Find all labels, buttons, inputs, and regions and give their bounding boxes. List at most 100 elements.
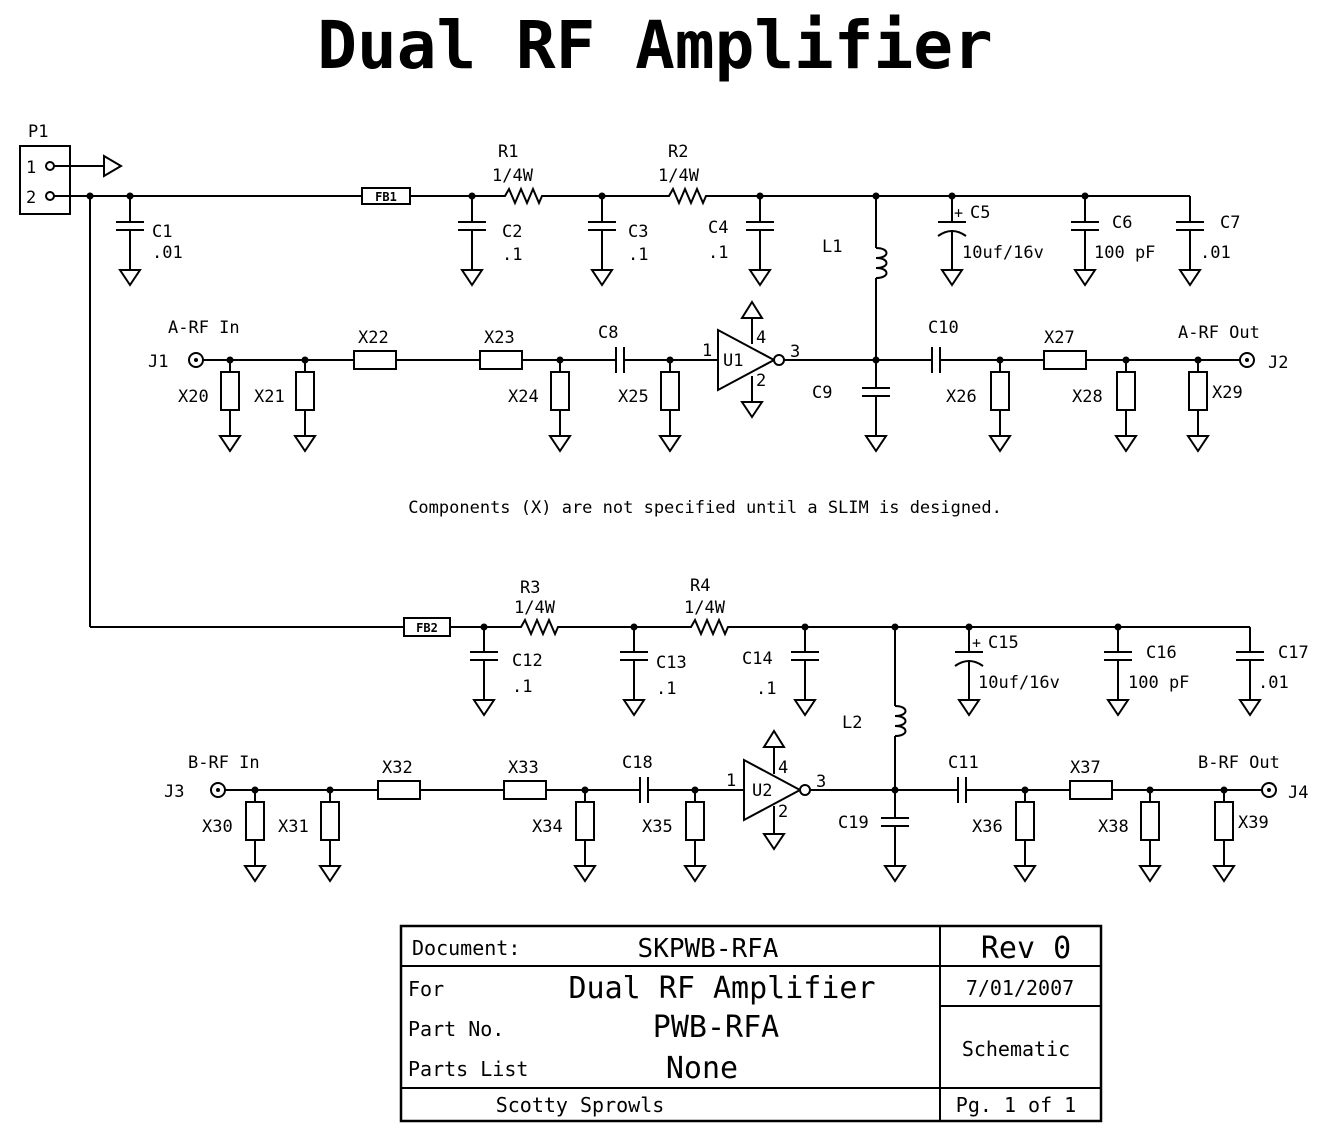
r2-ref: R2 — [668, 142, 688, 162]
schematic-title: Dual RF Amplifier — [317, 7, 993, 84]
j1-label: J1 — [148, 352, 168, 372]
revision: Rev 0 — [981, 931, 1071, 966]
svg-text:C11: C11 — [948, 753, 979, 773]
svg-text:3: 3 — [816, 772, 826, 792]
svg-text:X35: X35 — [642, 817, 673, 837]
svg-text:C19: C19 — [838, 813, 869, 833]
capacitor-c4: C4 .1 — [708, 196, 774, 287]
svg-text:10uf/16v: 10uf/16v — [962, 243, 1044, 263]
ground-icon — [1178, 269, 1202, 287]
doc-type: Schematic — [962, 1037, 1070, 1061]
ground-icon — [293, 435, 317, 453]
j4-label: J4 — [1288, 783, 1308, 803]
channel-a: A-RF In J1 X22 X23 C8 X20 X21 X24 X25 — [148, 300, 1288, 453]
ground-icon — [622, 699, 646, 717]
svg-text:.01: .01 — [1258, 673, 1289, 693]
svg-text:R4: R4 — [690, 576, 710, 596]
svg-text:X25: X25 — [618, 387, 649, 407]
svg-text:X36: X36 — [972, 817, 1003, 837]
svg-text:U1: U1 — [723, 351, 743, 371]
svg-text:1/4W: 1/4W — [514, 598, 556, 618]
svg-text:C12: C12 — [512, 651, 543, 671]
ground-icon — [1138, 865, 1162, 883]
ground-icon — [740, 401, 764, 419]
document-value: SKPWB-RFA — [638, 934, 779, 964]
part-value: PWB-RFA — [653, 1010, 779, 1045]
svg-text:.1: .1 — [708, 243, 728, 263]
ground-icon — [573, 865, 597, 883]
ground-icon — [1013, 865, 1037, 883]
svg-text:C15: C15 — [988, 633, 1019, 653]
svg-text:C4: C4 — [708, 218, 728, 238]
date: 7/01/2007 — [966, 976, 1074, 1000]
svg-text:X39: X39 — [1238, 813, 1269, 833]
svg-text:+: + — [954, 204, 963, 222]
pin-2-label: 2 — [26, 188, 36, 208]
ground-icon — [864, 435, 888, 453]
ferrite-fb1: FB1 — [361, 187, 411, 205]
svg-text:C2: C2 — [502, 222, 522, 242]
svg-text:X34: X34 — [532, 817, 563, 837]
svg-text:C14: C14 — [742, 649, 773, 669]
svg-text:X37: X37 — [1070, 758, 1101, 778]
components-note: Components (X) are not specified until a… — [408, 498, 1002, 518]
amplifier-u1: U1 1 3 4 2 — [702, 300, 876, 419]
ground-icon — [683, 865, 707, 883]
ground-icon — [243, 865, 267, 883]
resistor-r1: R1 1/4W — [492, 142, 546, 206]
svg-text:4: 4 — [778, 758, 788, 778]
ground-icon — [548, 435, 572, 453]
svg-text:.01: .01 — [152, 243, 183, 263]
svg-text:L1: L1 — [822, 237, 842, 257]
svg-text:1/4W: 1/4W — [684, 598, 726, 618]
svg-text:C16: C16 — [1146, 643, 1177, 663]
fb2-label: FB2 — [416, 621, 438, 635]
svg-text:X29: X29 — [1212, 383, 1243, 403]
r2-value: 1/4W — [658, 166, 700, 186]
document-label: Document: — [412, 936, 520, 960]
capacitor-c12: C12 .1 — [470, 627, 543, 717]
ground-icon — [1114, 435, 1138, 453]
pin-1-label: 1 — [26, 158, 36, 178]
ground-icon — [1238, 699, 1262, 717]
b-rf-in-label: B-RF In — [188, 753, 260, 773]
amplifier-triangle-icon — [743, 758, 803, 822]
inductor-l1: L1 — [822, 196, 888, 360]
svg-text:1: 1 — [702, 341, 712, 361]
svg-text:C3: C3 — [628, 222, 648, 242]
svg-text:C9: C9 — [812, 383, 832, 403]
ground-icon — [793, 699, 817, 717]
parts-list-label: Parts List — [408, 1057, 528, 1081]
svg-text:.01: .01 — [1200, 243, 1231, 263]
svg-text:+: + — [972, 634, 981, 652]
svg-text:R3: R3 — [520, 578, 540, 598]
ground-icon — [1106, 699, 1130, 717]
svg-text:100 pF: 100 pF — [1094, 243, 1155, 263]
svg-text:2: 2 — [778, 802, 788, 822]
svg-text:X32: X32 — [382, 758, 413, 778]
for-label: For — [408, 977, 444, 1001]
svg-text:C10: C10 — [928, 318, 959, 338]
title-block: Document: SKPWB-RFA Rev 0 For Dual RF Am… — [399, 924, 1103, 1123]
svg-text:X23: X23 — [484, 328, 515, 348]
inductor-l2: L2 — [842, 627, 907, 790]
svg-text:C1: C1 — [152, 222, 172, 242]
amplifier-triangle-icon — [717, 328, 777, 392]
svg-text:X21: X21 — [254, 387, 285, 407]
ground-icon — [1212, 865, 1236, 883]
a-rf-in-label: A-RF In — [168, 318, 240, 338]
svg-text:.1: .1 — [628, 245, 648, 265]
svg-text:X26: X26 — [946, 387, 977, 407]
capacitor-c16: C16 100 pF — [1104, 627, 1189, 717]
ground-icon — [472, 699, 496, 717]
r1-ref: R1 — [498, 142, 518, 162]
capacitor-c6: C6 100 pF — [1071, 196, 1155, 287]
svg-text:X30: X30 — [202, 817, 233, 837]
part-label: Part No. — [408, 1017, 504, 1041]
svg-text:C8: C8 — [598, 323, 618, 343]
svg-text:L2: L2 — [842, 713, 862, 733]
vcc-arrow-icon — [762, 729, 786, 748]
svg-text:X22: X22 — [358, 328, 389, 348]
ground-icon — [658, 435, 682, 453]
